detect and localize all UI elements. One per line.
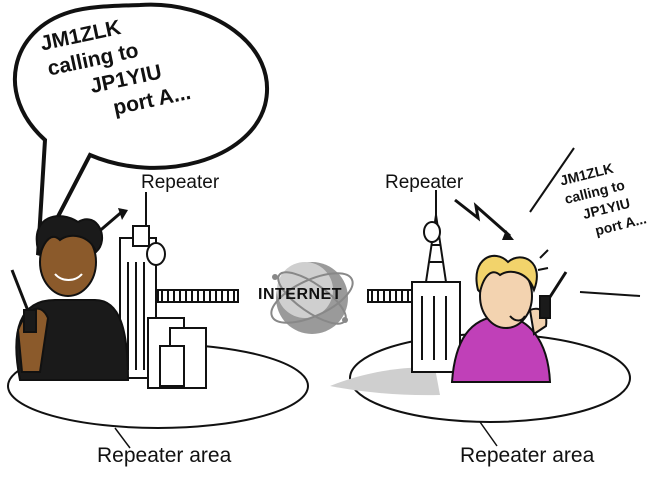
left-repeater-area-label: Repeater area <box>97 444 231 468</box>
internet-label: INTERNET <box>258 286 342 304</box>
right-signal-bolt <box>455 200 510 236</box>
right-repeater-tower <box>412 190 460 372</box>
left-operator <box>12 216 128 380</box>
left-repeater-label: Repeater <box>141 172 219 194</box>
right-repeater-label: Repeater <box>385 172 463 194</box>
right-repeater-area-label: Repeater area <box>460 444 594 468</box>
